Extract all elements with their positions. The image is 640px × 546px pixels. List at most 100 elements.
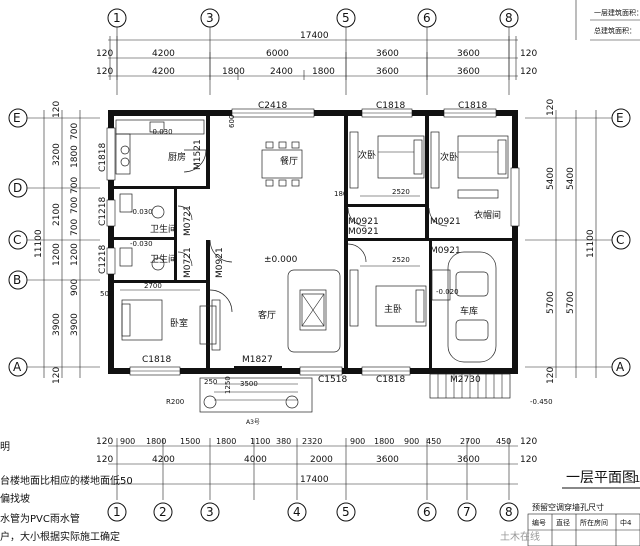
dim-left-sub-700a: 700 [70,123,80,140]
title-suffix: 1 [634,474,640,485]
dim-top2-120-right: 120 [520,67,537,77]
label-m0721-a: M0721 [183,205,193,236]
dim-bot-120-left: 120 [96,437,113,447]
dim-bot-1500: 1500 [180,437,200,446]
dim-right-total: 11100 [586,229,596,258]
dim-bot-900c: 900 [404,437,419,446]
room-garage: 车库 [460,305,478,317]
dim-2520b: 2520 [392,256,410,264]
ac-hole-table: 预留空调穿墙孔尺寸 编号 直径 所在房间 中4 [527,502,640,546]
axis-bottom-7: 7 [463,505,471,519]
label-m0721-b: M0721 [183,247,193,278]
dim-bot-900a: 900 [120,437,135,446]
axis-right-A: A [616,360,625,374]
dim-bot2-120-left: 120 [96,455,113,465]
table-header-id: 编号 [532,518,546,527]
dim-top2-2400: 2400 [270,67,293,77]
label-c1518: C1518 [318,375,347,385]
level-450: -0.450 [530,398,553,406]
table-caption: 预留空调穿墙孔尺寸 [532,502,604,512]
label-c2418: C2418 [258,101,287,111]
dim-left-sub-900: 900 [70,279,80,296]
drawing-title: 一层平面图 1 [562,470,640,489]
label-c1818-master: C1818 [376,375,405,385]
room-bath1: 卫生间 [150,223,177,235]
dim-right-5700b: 5700 [566,291,576,314]
dim-r200: R200 [166,398,184,406]
dim-bot2-4000: 4000 [244,455,267,465]
dim-bot-1100: 1100 [250,437,270,446]
dim-500: 500 [100,290,113,298]
notes: 明 台楼地面比相应的楼地面低50 偏找坡 水管为PVC雨水管 户，大小根据实际施… [0,441,133,543]
dim-bot-2320: 2320 [302,437,322,446]
dim-left-sub-700d: 700 [70,219,80,236]
right-axis-bubbles: E C A 5400 5400 5700 5700 11100 120 120 [525,99,631,384]
dim-left-sub-3900: 3900 [70,313,80,336]
dim-left-3200: 3200 [52,143,62,166]
title-text: 一层平面图 [566,470,636,486]
notes-heading: 明 [0,441,10,453]
legend-first-floor-area: 一层建筑面积： [594,8,640,17]
doors: M1521 M0921 M0921 M0921 M0921 M0921 M072… [177,139,461,313]
dim-left-120-bottom: 120 [52,367,62,384]
room-bedroom2: 次卧 [358,149,376,161]
label-m0921-d: M0921 [430,246,461,256]
dim-left-2100: 2100 [52,203,62,226]
area-legend: 一层建筑面积： 总建筑面积： [575,0,640,41]
label-m0921-c: M0921 [430,217,461,227]
dim-top-120-left: 120 [96,49,113,59]
dim-bot-120-right: 120 [520,437,537,447]
label-c1818-left: C1818 [98,143,108,172]
axis-top-8: 8 [505,11,513,25]
dim-top-120-right: 120 [520,49,537,59]
legend-total-area: 总建筑面积： [594,26,636,35]
axis-top-1: 1 [113,11,121,25]
bottom-dimensions: 120 120 900 1800 1500 1800 1100 380 2320… [96,437,537,500]
table-header-room: 所在房间 [580,518,608,527]
dim-left-sub-700c: 700 [70,197,80,214]
note-4: 户，大小根据实际施工确定 [0,530,120,543]
room-bedroom-sw: 卧室 [170,317,188,329]
dim-left-sub-700b: 700 [70,177,80,194]
dim-bot2-2000: 2000 [310,455,333,465]
dim-left-sub-1200: 1200 [70,243,80,266]
dim-2700: 2700 [144,282,162,290]
label-c1818-top-b: C1818 [458,101,487,111]
dim-bot-2700: 2700 [460,437,480,446]
top-dimensions: 17400 120 120 4200 6000 3600 3600 120 12… [96,31,537,80]
room-dining: 餐厅 [280,155,298,167]
label-m0921-e: M0921 [215,247,225,278]
dim-600: 600 [228,115,236,128]
axis-bottom-6: 6 [423,505,431,519]
room-kitchen: 厨房 [168,151,186,163]
axis-left-B: B [13,273,21,287]
bottom-axis-bubbles: 1 2 3 4 5 6 7 8 [107,502,519,522]
axis-top-3: 3 [206,11,214,25]
dim-right-5700a: 5700 [546,291,556,314]
dim-top-total: 17400 [300,31,329,41]
dim-bot-900b: 900 [350,437,365,446]
room-bedroom3: 次卧 [440,151,458,163]
axis-bottom-4: 4 [293,505,301,519]
outer-walls [108,110,518,374]
dim-bot-380: 380 [276,437,291,446]
dim-bot-1800c: 1800 [374,437,394,446]
dim-right-5400a: 5400 [546,167,556,190]
left-axis-bubbles: E D C B A [8,108,100,377]
room-labels: 厨房 餐厅 次卧 次卧 卫生间 卫生间 衣帽间 卧室 客厅 主卧 车库 [150,149,501,329]
dim-bot2-4200: 4200 [152,455,175,465]
note-3: 水管为PVC雨水管 [0,512,80,525]
dim-bot-total: 17400 [300,475,329,485]
dim-bot2-3600a: 3600 [376,455,399,465]
dim-right-120-bottom: 120 [546,367,556,384]
dim-bot-1800b: 1800 [216,437,236,446]
table-header-d4: 中4 [620,518,632,527]
furniture [115,119,509,363]
dim-right-120-top: 120 [546,99,556,116]
axis-bottom-5: 5 [342,505,350,519]
label-c1218-b: C1218 [98,245,108,274]
dim-top2-4200: 4200 [152,67,175,77]
dim-top-3600b: 3600 [457,49,480,59]
label-m0921-b: M0921 [348,227,379,237]
